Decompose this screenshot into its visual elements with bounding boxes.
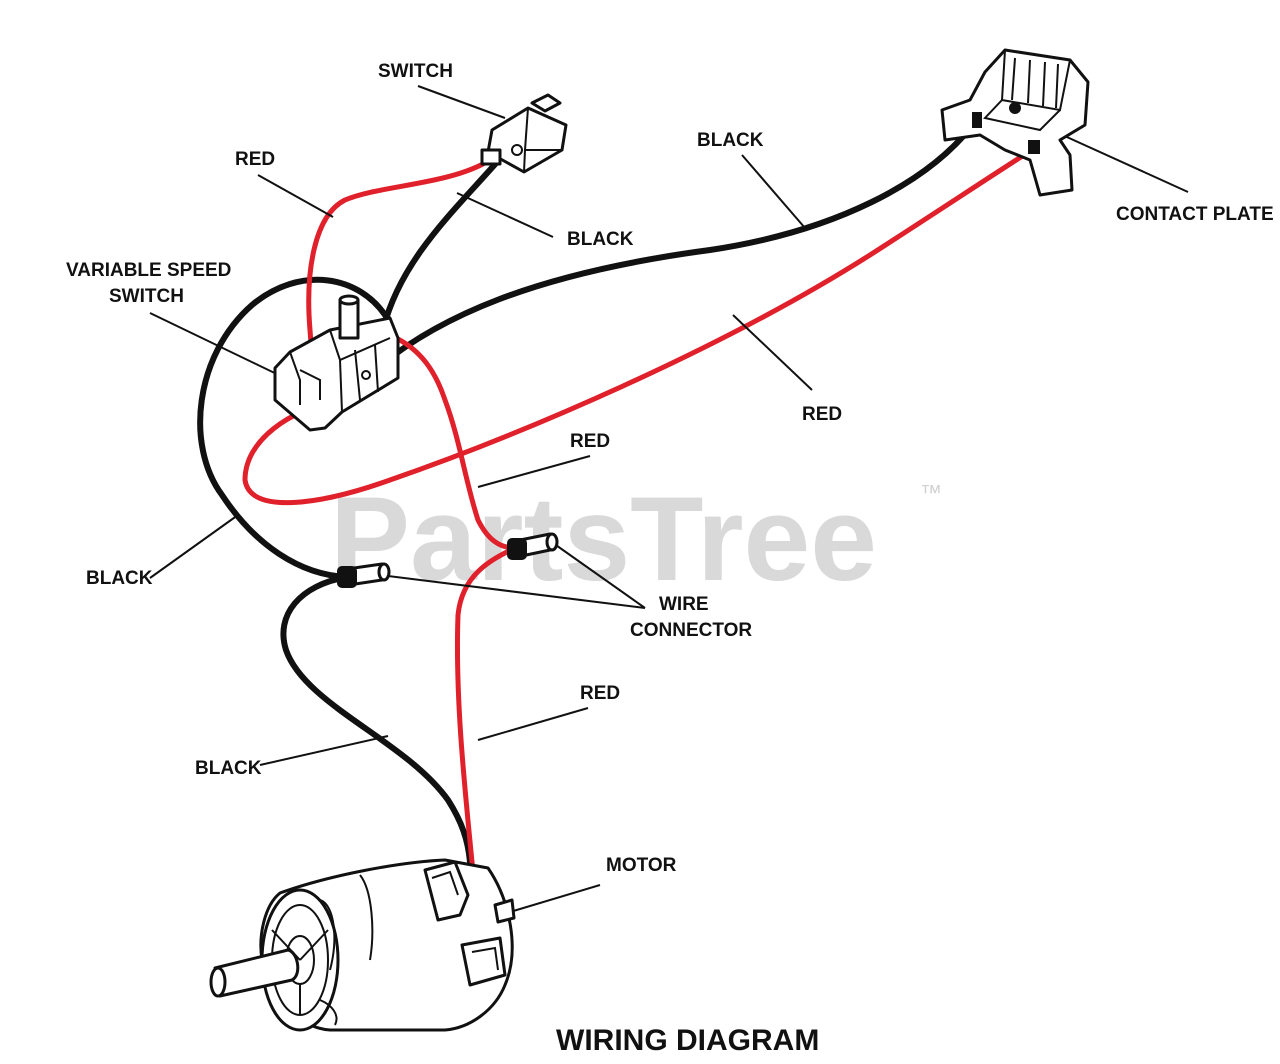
- labels: SWITCH RED BLACK BLACK CONTACT PLATE VAR…: [66, 61, 1274, 1057]
- diagram-title: WIRING DIAGRAM: [556, 1024, 819, 1057]
- black-wire-switch-to-vss: [380, 159, 500, 333]
- black-wire-vss-to-connector-loop: [197, 276, 390, 580]
- switch-part: [480, 93, 568, 174]
- watermark-trademark: ™: [920, 480, 942, 505]
- contact-plate-part: [940, 48, 1090, 197]
- black-wire-connector-to-motor: [280, 574, 473, 865]
- black-wire-vss-to-contact-plate: [337, 115, 981, 408]
- label-variable-speed-switch: SWITCH: [109, 286, 184, 307]
- variable-speed-switch-part: [273, 294, 400, 432]
- label-red-mid: RED: [570, 431, 610, 452]
- label-black-top: BLACK: [697, 130, 764, 151]
- motor-part: [209, 858, 516, 1032]
- label-switch: SWITCH: [378, 61, 453, 82]
- red-wire-connector-to-motor: [454, 545, 518, 875]
- red-wire-vss-to-contact-plate: [242, 145, 1038, 506]
- label-wire: WIRE: [659, 594, 709, 615]
- label-black-lower: BLACK: [195, 758, 262, 779]
- red-wire-vss-to-connector: [393, 335, 518, 551]
- watermark-brand: PartsTree: [330, 472, 877, 606]
- label-variable-speed: VARIABLE SPEED: [66, 260, 231, 281]
- wires: [197, 115, 1038, 875]
- label-black-left: BLACK: [86, 568, 153, 589]
- wire-connector-left: [337, 562, 391, 588]
- label-red-right: RED: [802, 404, 842, 425]
- label-motor: MOTOR: [606, 855, 677, 876]
- label-black-switch: BLACK: [567, 229, 634, 250]
- label-contact-plate: CONTACT PLATE: [1116, 204, 1274, 225]
- label-red-lower: RED: [580, 683, 620, 704]
- wire-connector-right: [507, 532, 559, 560]
- leader-lines: [149, 85, 1189, 913]
- label-connector: CONNECTOR: [630, 620, 752, 641]
- label-red-top: RED: [235, 149, 275, 170]
